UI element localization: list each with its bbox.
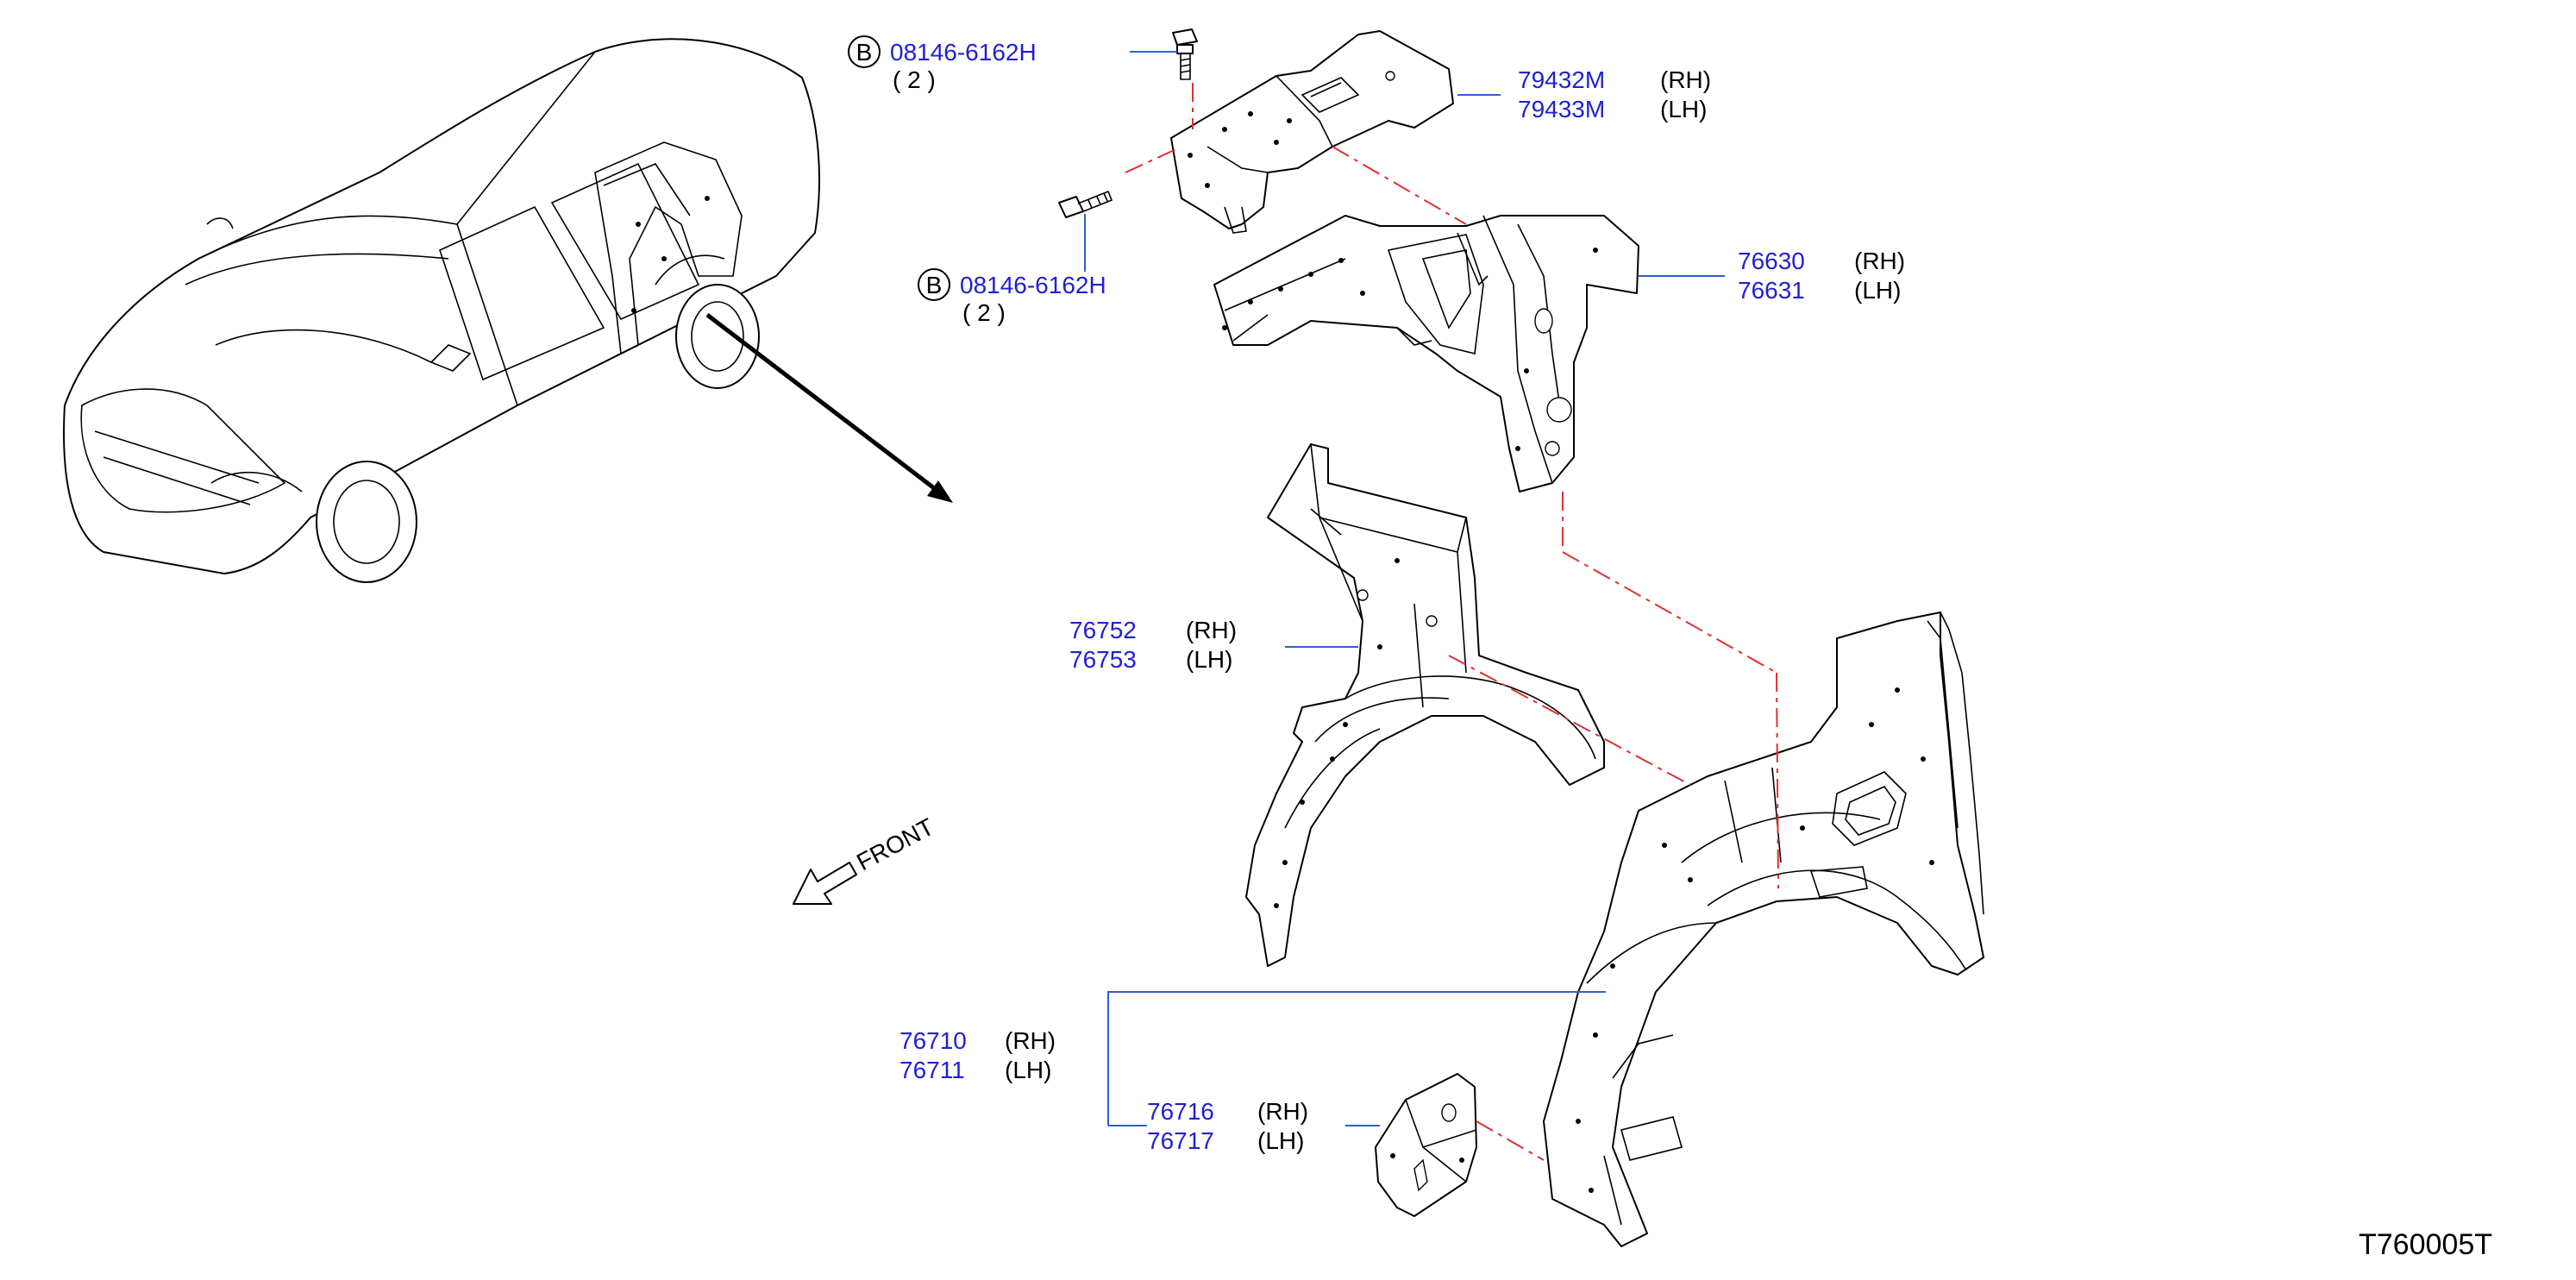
outer-wheelhouse-part	[1543, 612, 1984, 1247]
side-lh: (LH)	[1257, 1127, 1304, 1154]
alignment-lines	[1125, 83, 1779, 1161]
side-rh: (RH)	[1660, 66, 1711, 93]
callout-bolt-top: B 08146-6162H ( 2 )	[848, 35, 1037, 93]
extension-part	[1375, 1073, 1477, 1217]
pillar-part	[1213, 215, 1639, 493]
side-rh: (RH)	[1186, 617, 1237, 643]
part-number: 08146-6162H	[890, 39, 1037, 66]
part-number-rh: 76630	[1738, 248, 1805, 274]
callout-pillar: 76630 (RH) 76631 (LH)	[1738, 248, 1905, 304]
leader-lines	[1084, 51, 1725, 1126]
bolt-top-part	[1172, 28, 1198, 80]
side-rh: (RH)	[1005, 1027, 1056, 1054]
part-number-rh: 76716	[1147, 1098, 1214, 1125]
part-number-rh: 76710	[899, 1027, 967, 1054]
side-lh: (LH)	[1660, 96, 1707, 122]
callout-outer-wheelhouse: 76710 (RH) 76711 (LH)	[899, 1027, 1056, 1083]
car-overview	[63, 38, 820, 583]
part-number-lh: 76753	[1069, 646, 1137, 673]
side-lh: (LH)	[1005, 1057, 1051, 1083]
front-label: FRONT	[852, 813, 938, 876]
part-number-rh: 76752	[1069, 617, 1137, 643]
front-indicator: FRONT	[793, 813, 938, 905]
side-rh: (RH)	[1854, 248, 1905, 274]
bolt-badge	[918, 268, 950, 301]
callout-bolt-mid: B 08146-6162H ( 2 )	[918, 268, 1106, 326]
quantity: ( 2 )	[893, 66, 936, 93]
bracket-part	[1170, 30, 1454, 234]
quantity: ( 2 )	[962, 299, 1006, 326]
callout-inner-wheelhouse: 76752 (RH) 76753 (LH)	[1069, 617, 1237, 673]
side-lh: (LH)	[1186, 646, 1232, 673]
part-number-lh: 76717	[1147, 1127, 1214, 1154]
side-lh: (LH)	[1854, 277, 1901, 304]
bolt-mid-part	[1058, 190, 1113, 218]
callout-extension: 76716 (RH) 76717 (LH)	[1147, 1098, 1308, 1154]
inner-wheelhouse-part	[1245, 443, 1605, 967]
bolt-badge-letter: B	[856, 39, 873, 66]
part-number: 08146-6162H	[960, 272, 1106, 298]
bolt-badge	[848, 35, 881, 68]
part-number-lh: 76711	[899, 1057, 965, 1083]
diagram-code: T760005T	[2359, 1228, 2492, 1261]
part-number-rh: 79432M	[1518, 66, 1605, 93]
bolt-badge-letter: B	[926, 272, 943, 298]
detail-arrow	[705, 313, 946, 498]
callout-bracket: 79432M (RH) 79433M (LH)	[1518, 66, 1711, 122]
part-number-lh: 76631	[1738, 277, 1805, 304]
side-rh: (RH)	[1257, 1098, 1308, 1125]
detail-arrow-head	[927, 480, 953, 503]
part-number-lh: 79433M	[1518, 96, 1605, 122]
